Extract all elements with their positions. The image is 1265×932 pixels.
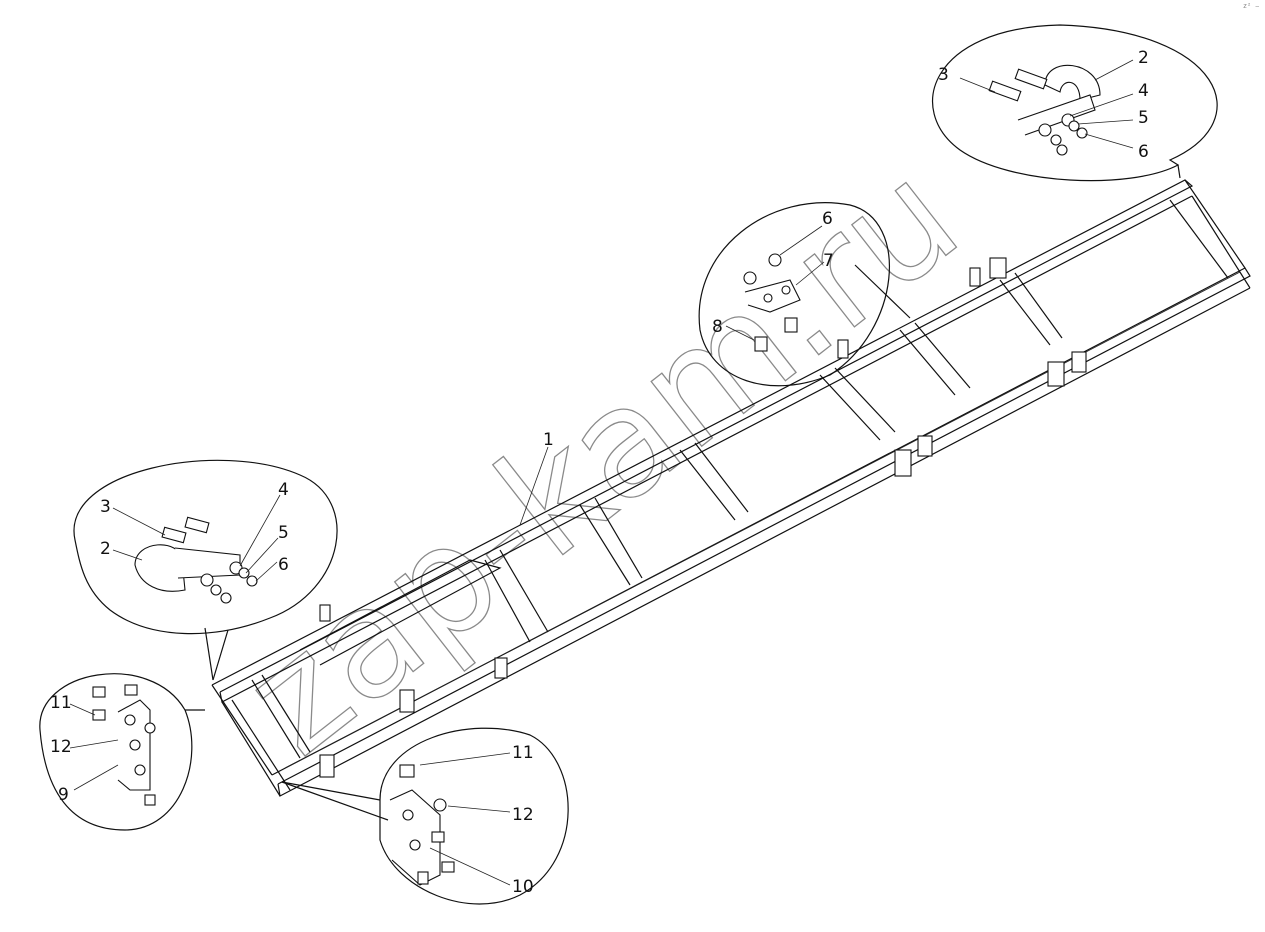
callout-4: 4	[1138, 81, 1149, 101]
detail-bubble-rear-tow-hook: 3 2 4 5 6	[932, 24, 1218, 182]
detail-bubble-plate: 6 7 8	[698, 202, 911, 387]
detail-bubble-front-tow-hook: 3 2 4 5 6	[73, 459, 338, 681]
callout-12: 12	[512, 805, 534, 825]
callout-6: 6	[1138, 142, 1149, 162]
callout-5: 5	[1138, 108, 1149, 128]
callout-11: 11	[50, 693, 72, 713]
callout-9: 9	[58, 785, 69, 805]
chassis-frame	[211, 179, 1251, 797]
callout-3: 3	[100, 497, 111, 517]
callout-7: 7	[823, 251, 834, 271]
callout-10: 10	[512, 877, 534, 897]
leader-1	[519, 446, 549, 526]
callout-5: 5	[278, 523, 289, 543]
callout-2: 2	[100, 539, 111, 559]
callout-3: 3	[938, 65, 949, 85]
callout-11: 11	[512, 743, 534, 763]
callout-8: 8	[712, 317, 723, 337]
callout-12: 12	[50, 737, 72, 757]
detail-bubble-front-bracket-right: 11 12 10	[281, 727, 569, 905]
callout-6: 6	[822, 209, 833, 229]
corner-mark: z² ⎯	[1242, 2, 1259, 10]
watermark: zap-kam.ru	[215, 130, 989, 788]
callout-1: 1	[543, 430, 554, 450]
detail-bubble-front-bracket-left: 11 12 9	[39, 673, 205, 831]
callout-6: 6	[278, 555, 289, 575]
callout-4: 4	[278, 480, 289, 500]
callout-2: 2	[1138, 48, 1149, 68]
